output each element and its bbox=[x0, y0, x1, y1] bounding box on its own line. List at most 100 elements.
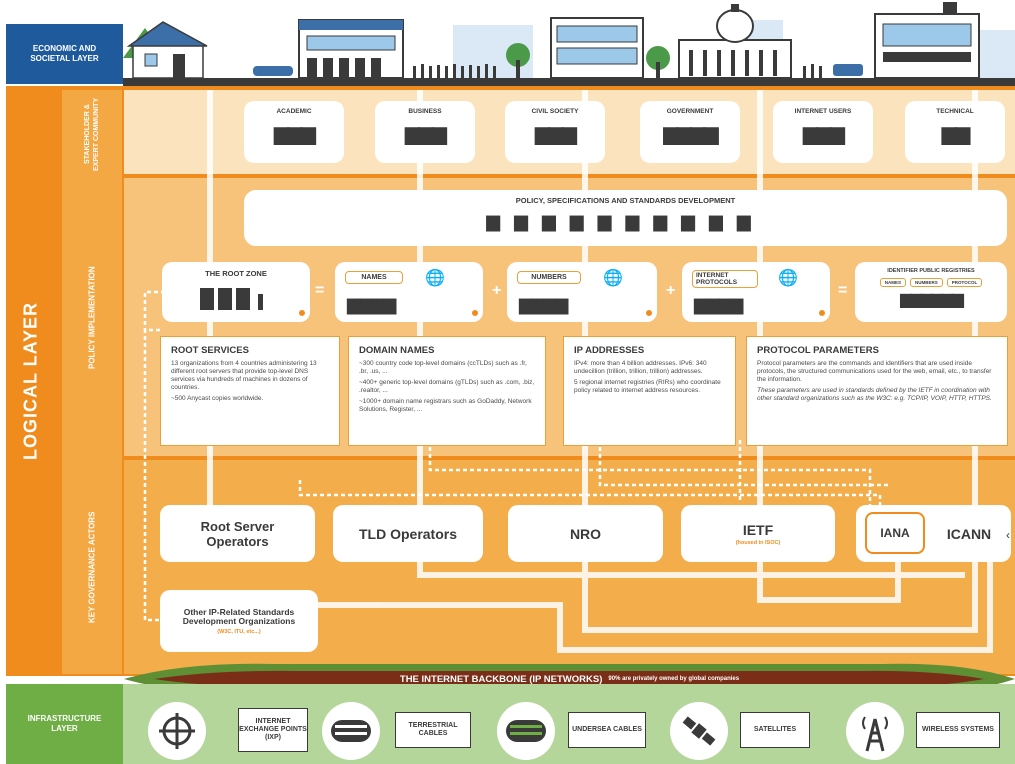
names-box: NAMES 🌐 ▆▆▆▆ bbox=[335, 262, 483, 322]
icann-label: ICANN bbox=[946, 525, 992, 542]
equals-sign-2: = bbox=[838, 282, 848, 299]
domain-names-title: DOMAIN NAMES bbox=[359, 345, 435, 356]
backbone-title: THE INTERNET BACKBONE (IP NETWORKS) bbox=[399, 673, 603, 685]
economic-layer-label: ECONOMIC AND SOCIETAL LAYER bbox=[6, 24, 123, 84]
protocols-people-icon: ▆▆▆▆ bbox=[694, 294, 743, 315]
nro-label: NRO bbox=[569, 525, 602, 542]
ixp-card: INTERNET EXCHANGE POINTS (IXP) bbox=[238, 708, 308, 752]
policy-people-icon: ▆▆▆▆▆▆▆▆▆▆ bbox=[486, 211, 765, 232]
government-people-icon: ▆▆▆▆ bbox=[663, 121, 719, 145]
undersea-cables-card: UNDERSEA CABLES bbox=[568, 712, 646, 748]
stakeholder-technical: TECHNICAL ▆▆ bbox=[905, 101, 1005, 163]
registry-tag-protocol: PROTOCOL bbox=[946, 278, 983, 287]
stakeholder-business-label: BUSINESS bbox=[408, 108, 442, 115]
names-tag: NAMES bbox=[345, 271, 403, 284]
equals-sign-1: = bbox=[315, 282, 325, 299]
satellites-card: SATELLITES bbox=[740, 712, 810, 748]
ip-addresses-line: 5 regional internet registries (RIRs) wh… bbox=[574, 379, 721, 394]
numbers-globe-icon: 🌐 bbox=[603, 270, 623, 287]
skyline-illustration bbox=[123, 0, 1015, 86]
other-sdo-sublabel: (W3C, ITU, etc...) bbox=[217, 628, 261, 635]
numbers-box: NUMBERS 🌐 ▆▆▆▆ bbox=[507, 262, 657, 322]
ietf-box: IETF (housed in ISOC) bbox=[681, 505, 835, 562]
protocol-parameters-title: PROTOCOL PARAMETERS bbox=[757, 345, 879, 356]
ixp-crosshair-icon bbox=[148, 702, 206, 760]
ip-addresses-title: IP ADDRESSES bbox=[574, 345, 645, 356]
numbers-tag: NUMBERS bbox=[517, 271, 581, 284]
policy-development-title: POLICY, SPECIFICATIONS AND STANDARDS DEV… bbox=[515, 196, 736, 205]
stakeholder-technical-label: TECHNICAL bbox=[936, 108, 974, 115]
root-zone-books-icon bbox=[200, 288, 263, 310]
protocol-parameters-info: PROTOCOL PARAMETERS Protocol parameters … bbox=[746, 336, 1008, 446]
names-people-icon: ▆▆▆▆ bbox=[347, 294, 396, 315]
protocols-tag: INTERNET PROTOCOLS bbox=[692, 270, 758, 288]
stakeholder-business: BUSINESS ▆▆▆ bbox=[375, 101, 475, 163]
connector-dot bbox=[298, 309, 306, 317]
technical-people-icon: ▆▆ bbox=[941, 121, 971, 145]
registry-tag-numbers: NUMBERS bbox=[910, 278, 943, 287]
domain-names-line: ~1000+ domain name registrars such as Go… bbox=[359, 398, 532, 413]
protocols-globe-icon: 🌐 bbox=[778, 270, 798, 287]
terrestrial-cables-card: TERRESTRIAL CABLES bbox=[395, 712, 471, 748]
icann-label-wrap: ICANN bbox=[930, 505, 1008, 562]
plus-sign-2: + bbox=[666, 282, 676, 299]
root-server-operators-box: Root Server Operators bbox=[160, 505, 315, 562]
other-sdo-box: Other IP-Related Standards Development O… bbox=[160, 590, 318, 652]
wireless-tower-icon bbox=[846, 702, 904, 760]
names-globe-icon: 🌐 bbox=[425, 270, 445, 287]
domain-names-line: ~400+ generic top-level domains (gTLDs) … bbox=[359, 379, 535, 394]
business-people-icon: ▆▆▆ bbox=[404, 121, 447, 145]
stakeholder-academic-label: ACADEMIC bbox=[276, 108, 312, 115]
infrastructure-layer-label: INFRASTRUCTURE LAYER bbox=[6, 684, 123, 764]
terrestrial-cable-icon bbox=[322, 702, 380, 760]
internet-users-people-icon: ▆▆▆ bbox=[802, 121, 845, 145]
ip-addresses-line: IPv4: more than 4 billion addresses. IPv… bbox=[574, 360, 707, 375]
iana-label: IANA bbox=[880, 526, 910, 540]
registries-people-icon: ▆▆▆▆▆▆ bbox=[900, 289, 964, 308]
root-zone-title: THE ROOT ZONE bbox=[205, 269, 267, 278]
satellite-icon bbox=[670, 702, 728, 760]
stakeholder-academic: ACADEMIC ▆▆▆ bbox=[244, 101, 344, 163]
backbone-note: 90% are privately owned by global compan… bbox=[608, 676, 740, 682]
root-services-info: ROOT SERVICES 13 organizations from 4 co… bbox=[160, 336, 340, 446]
stakeholder-civil-society: CIVIL SOCIETY ▆▆▆ bbox=[505, 101, 605, 163]
undersea-cable-icon bbox=[497, 702, 555, 760]
backbone-text: THE INTERNET BACKBONE (IP NETWORKS) 90% … bbox=[124, 671, 1015, 687]
domain-names-line: ~300 country code top-level domains (ccT… bbox=[359, 360, 527, 375]
stakeholder-government: GOVERNMENT ▆▆▆▆ bbox=[640, 101, 740, 163]
ietf-label: IETF bbox=[742, 521, 774, 538]
policy-development-box: POLICY, SPECIFICATIONS AND STANDARDS DEV… bbox=[244, 190, 1007, 246]
protocol-parameters-line: Protocol parameters are the commands and… bbox=[757, 360, 992, 383]
root-zone-box: THE ROOT ZONE bbox=[162, 262, 310, 322]
academic-people-icon: ▆▆▆ bbox=[273, 121, 316, 145]
protocols-box: INTERNET PROTOCOLS 🌐 ▆▆▆▆ bbox=[682, 262, 830, 322]
root-services-line: ~500 Anycast copies worldwide. bbox=[171, 395, 264, 402]
wireless-systems-card: WIRELESS SYSTEMS bbox=[916, 712, 1000, 748]
domain-names-info: DOMAIN NAMES ~300 country code top-level… bbox=[348, 336, 546, 446]
root-services-title: ROOT SERVICES bbox=[171, 345, 249, 356]
side-pointer-icon: ‹ bbox=[1006, 528, 1010, 542]
stakeholder-internet-users-label: INTERNET USERS bbox=[794, 108, 852, 115]
connector-dot bbox=[471, 309, 479, 317]
protocol-parameters-line: These parameters are used in standards d… bbox=[757, 387, 992, 402]
registry-tag-names: NAMES bbox=[879, 278, 907, 287]
connector-dot bbox=[645, 309, 653, 317]
tld-operators-box: TLD Operators bbox=[333, 505, 483, 562]
other-sdo-label: Other IP-Related Standards Development O… bbox=[182, 606, 296, 626]
civil-society-people-icon: ▆▆▆ bbox=[534, 121, 577, 145]
sublayer-strip bbox=[62, 90, 122, 674]
ietf-sublabel: (housed in ISOC) bbox=[735, 539, 781, 546]
connector-dot bbox=[818, 309, 826, 317]
iana-box: IANA bbox=[865, 512, 925, 554]
nro-box: NRO bbox=[508, 505, 663, 562]
stakeholder-internet-users: INTERNET USERS ▆▆▆ bbox=[773, 101, 873, 163]
plus-sign-1: + bbox=[492, 282, 502, 299]
root-server-operators-label: Root Server Operators bbox=[200, 518, 275, 549]
root-services-line: 13 organizations from 4 countries admini… bbox=[171, 360, 317, 391]
tld-operators-label: TLD Operators bbox=[358, 525, 457, 542]
ip-addresses-info: IP ADDRESSES IPv4: more than 4 billion a… bbox=[563, 336, 736, 446]
registries-box: IDENTIFIER PUBLIC REGISTRIES NAMES NUMBE… bbox=[855, 262, 1007, 322]
stakeholder-civil-society-label: CIVIL SOCIETY bbox=[531, 108, 579, 115]
numbers-people-icon: ▆▆▆▆ bbox=[519, 294, 568, 315]
stakeholder-government-label: GOVERNMENT bbox=[666, 108, 714, 115]
